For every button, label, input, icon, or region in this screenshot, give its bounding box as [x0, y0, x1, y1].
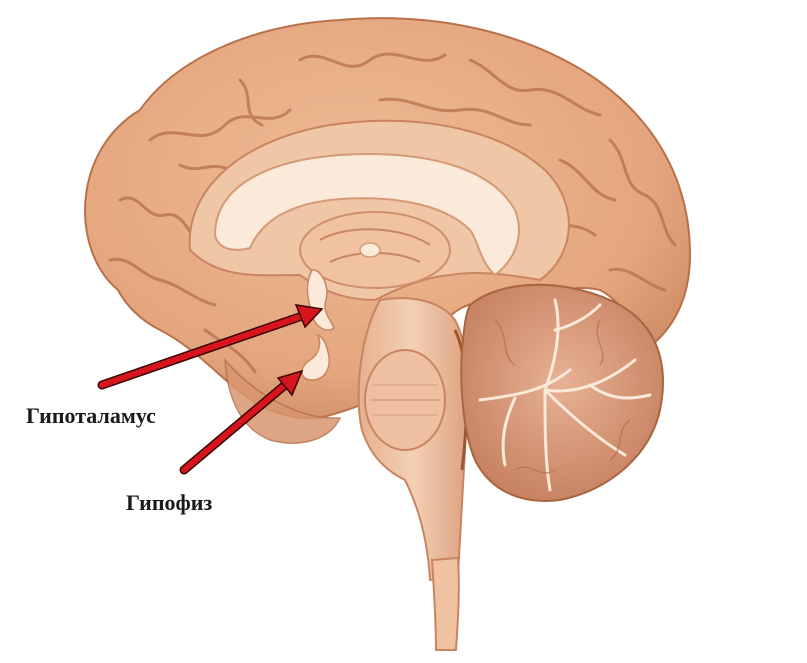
pituitary-structure — [301, 333, 330, 381]
spinal-cord — [430, 556, 460, 651]
cerebellum — [460, 283, 664, 502]
hypothalamus-label: Гипоталамус — [26, 403, 156, 428]
cortex-folds — [108, 52, 677, 374]
arrow-icon — [97, 304, 324, 390]
pituitary-label: Гипофиз — [126, 490, 213, 515]
arrow-icon — [179, 369, 304, 475]
